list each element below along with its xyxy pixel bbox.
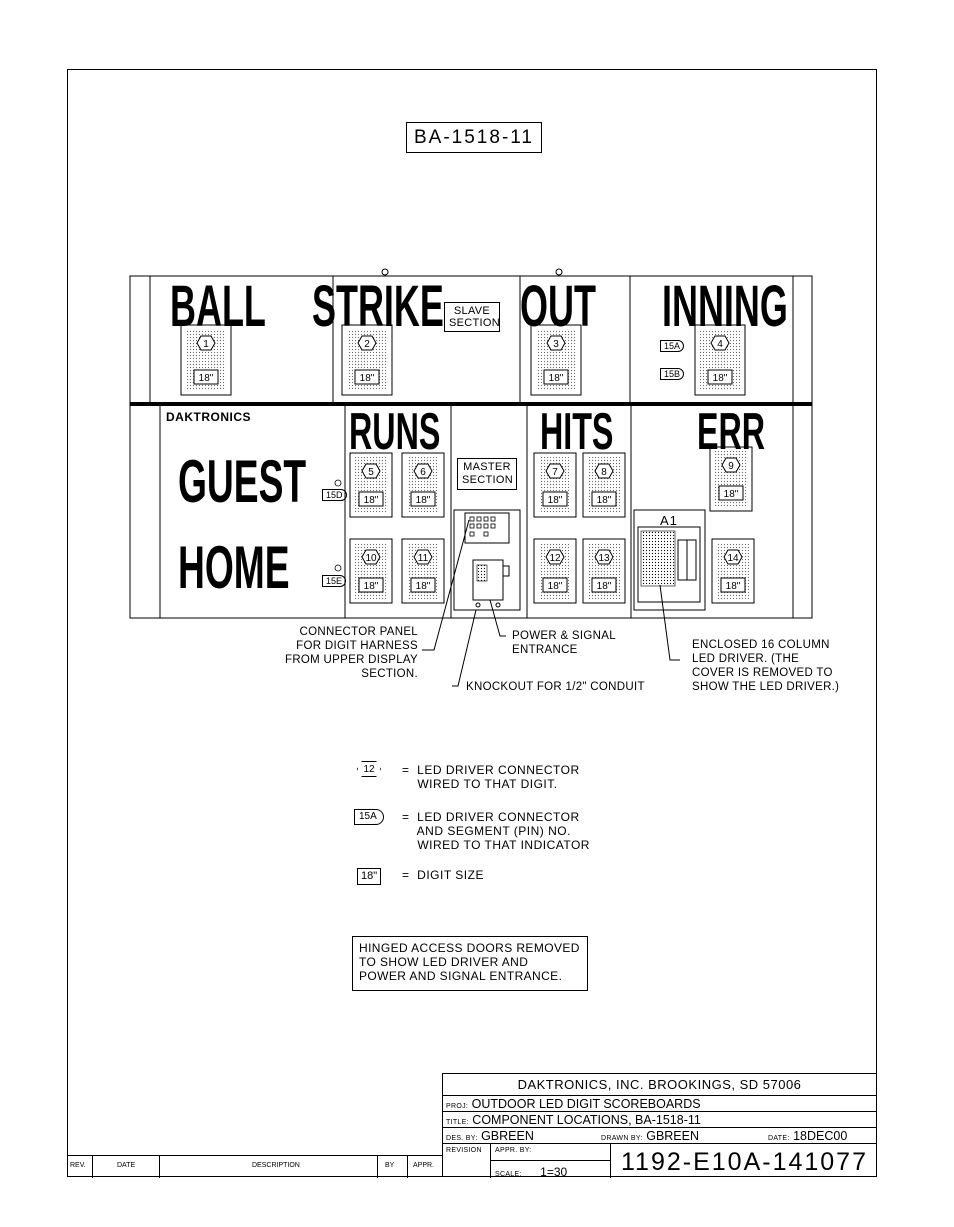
digit-size: 18": [597, 495, 612, 506]
digit-module: 11 18": [401, 538, 445, 604]
digit-connector: 8: [601, 467, 607, 478]
legend-connector-text: = LED DRIVER CONNECTOR WIRED TO THAT DIG…: [402, 763, 580, 791]
master-section-label: MASTER SECTION: [457, 458, 517, 490]
callout-led-driver: ENCLOSED 16 COLUMN LED DRIVER. (THE COVE…: [692, 639, 840, 693]
digit-connector: 11: [418, 553, 429, 564]
digit-size: 18": [726, 581, 741, 592]
callout-connector-panel: CONNECTOR PANEL FOR DIGIT HARNESS FROM U…: [285, 626, 418, 680]
digit-module: 6 18": [401, 452, 445, 518]
legend-indicator-text: = LED DRIVER CONNECTOR AND SEGMENT (PIN)…: [402, 810, 590, 852]
digit-connector: 6: [420, 467, 426, 478]
digit-module: 12 18": [533, 538, 577, 604]
designer: GBREEN: [481, 1129, 534, 1143]
company-name: DAKTRONICS, INC. BROOKINGS, SD 57006: [517, 1077, 802, 1092]
appr-label: APPR. BY:: [495, 1147, 532, 1154]
digit-size: 18": [713, 373, 728, 384]
label-out: OUT: [520, 274, 596, 339]
digit-module: 10 18": [349, 538, 393, 604]
indicator-15b: 15B: [660, 368, 685, 380]
proj-label: PROJ:: [446, 1103, 469, 1110]
label-strike: STRIKE: [312, 274, 444, 339]
digit-size: 18": [416, 581, 431, 592]
drawing-number: 1192-E10A-141077: [621, 1148, 868, 1176]
rev-col-appr: APPR.: [413, 1162, 435, 1169]
digit-size: 18": [548, 495, 563, 506]
legend-size-symbol: 18": [357, 868, 382, 885]
rev-col-date: DATE: [117, 1162, 136, 1169]
rev-col-rev: REV.: [70, 1162, 86, 1169]
brand-label: DAKTRONICS: [166, 410, 251, 424]
digit-connector: 14: [727, 553, 739, 564]
label-home: HOME: [178, 534, 290, 601]
digit-size: 18": [199, 373, 214, 384]
label-hits: HITS: [540, 403, 614, 461]
digit-size: 18": [364, 581, 379, 592]
digit-module: 3 18": [530, 324, 582, 396]
drawing-id-box: BA-1518-11: [406, 122, 542, 153]
digit-connector: 13: [598, 553, 610, 564]
rev-col-description: DESCRIPTION: [252, 1162, 300, 1169]
drawing-id: BA-1518-11: [414, 126, 534, 148]
digit-connector: 4: [717, 339, 723, 350]
revision-table: REV. DATE DESCRIPTION BY APPR.: [67, 1155, 442, 1178]
legend-size-text: = DIGIT SIZE: [402, 868, 484, 882]
digit-module: 4 18": [694, 324, 746, 396]
label-inning: INNING: [662, 274, 788, 339]
des-label: DES. BY:: [446, 1135, 478, 1142]
driver-label: A1: [660, 513, 678, 528]
drawn-by: GBREEN: [646, 1129, 700, 1143]
digit-connector: 5: [368, 467, 374, 478]
digit-size: 18": [548, 581, 563, 592]
digit-size: 18": [416, 495, 431, 506]
drawn-label: DRAWN BY:: [601, 1135, 643, 1142]
digit-connector: 1: [203, 339, 209, 350]
callout-knockout: KNOCKOUT FOR 1/2" CONDUIT: [466, 681, 645, 693]
scale-value: 1=30: [540, 1165, 568, 1179]
title-label: TITLE:: [446, 1119, 469, 1126]
label-guest: GUEST: [178, 448, 307, 515]
digit-size: 18": [360, 373, 375, 384]
drawing-title: COMPONENT LOCATIONS, BA-1518-11: [472, 1113, 701, 1127]
digit-module: 1 18": [180, 324, 232, 396]
digit-module: 5 18": [349, 452, 393, 518]
title-block: DAKTRONICS, INC. BROOKINGS, SD 57006 PRO…: [442, 1073, 877, 1179]
drawing-date: 18DEC00: [793, 1129, 848, 1143]
revision-label: REVISION: [446, 1147, 482, 1154]
indicator-15a: 15A: [660, 340, 685, 352]
digit-module: 2 18": [341, 324, 393, 396]
digit-connector: 3: [553, 339, 559, 350]
digit-module: 13 18": [582, 538, 626, 604]
digit-module: 9 18": [709, 446, 753, 512]
indicator-15d: 15D: [322, 489, 347, 501]
indicator-15e: 15E: [322, 575, 347, 587]
label-runs: RUNS: [349, 403, 441, 461]
digit-size: 18": [724, 489, 739, 500]
legend-connector-symbol: 12: [357, 761, 381, 777]
digit-connector: 2: [364, 339, 370, 350]
digit-connector: 10: [365, 553, 377, 564]
slave-section-label: SLAVE SECTION: [444, 302, 500, 332]
digit-connector: 12: [549, 553, 561, 564]
note-box: HINGED ACCESS DOORS REMOVED TO SHOW LED …: [352, 936, 588, 991]
rev-col-by: BY: [385, 1162, 395, 1169]
date-label: DATE:: [768, 1135, 790, 1142]
scale-label: SCALE:: [495, 1171, 522, 1178]
digit-connector: 7: [552, 467, 558, 478]
project-name: OUTDOOR LED DIGIT SCOREBOARDS: [471, 1097, 701, 1111]
digit-size: 18": [549, 373, 564, 384]
digit-size: 18": [597, 581, 612, 592]
legend-indicator-symbol: 15A: [354, 809, 384, 825]
digit-size: 18": [364, 495, 379, 506]
label-ball: BALL: [170, 274, 266, 339]
digit-module: 7 18": [533, 452, 577, 518]
digit-module: 8 18": [582, 452, 626, 518]
label-err: ERR: [697, 403, 766, 461]
digit-module: 14 18": [711, 538, 755, 604]
callout-power-signal: POWER & SIGNAL ENTRANCE: [512, 630, 616, 656]
digit-connector: 9: [728, 461, 734, 472]
